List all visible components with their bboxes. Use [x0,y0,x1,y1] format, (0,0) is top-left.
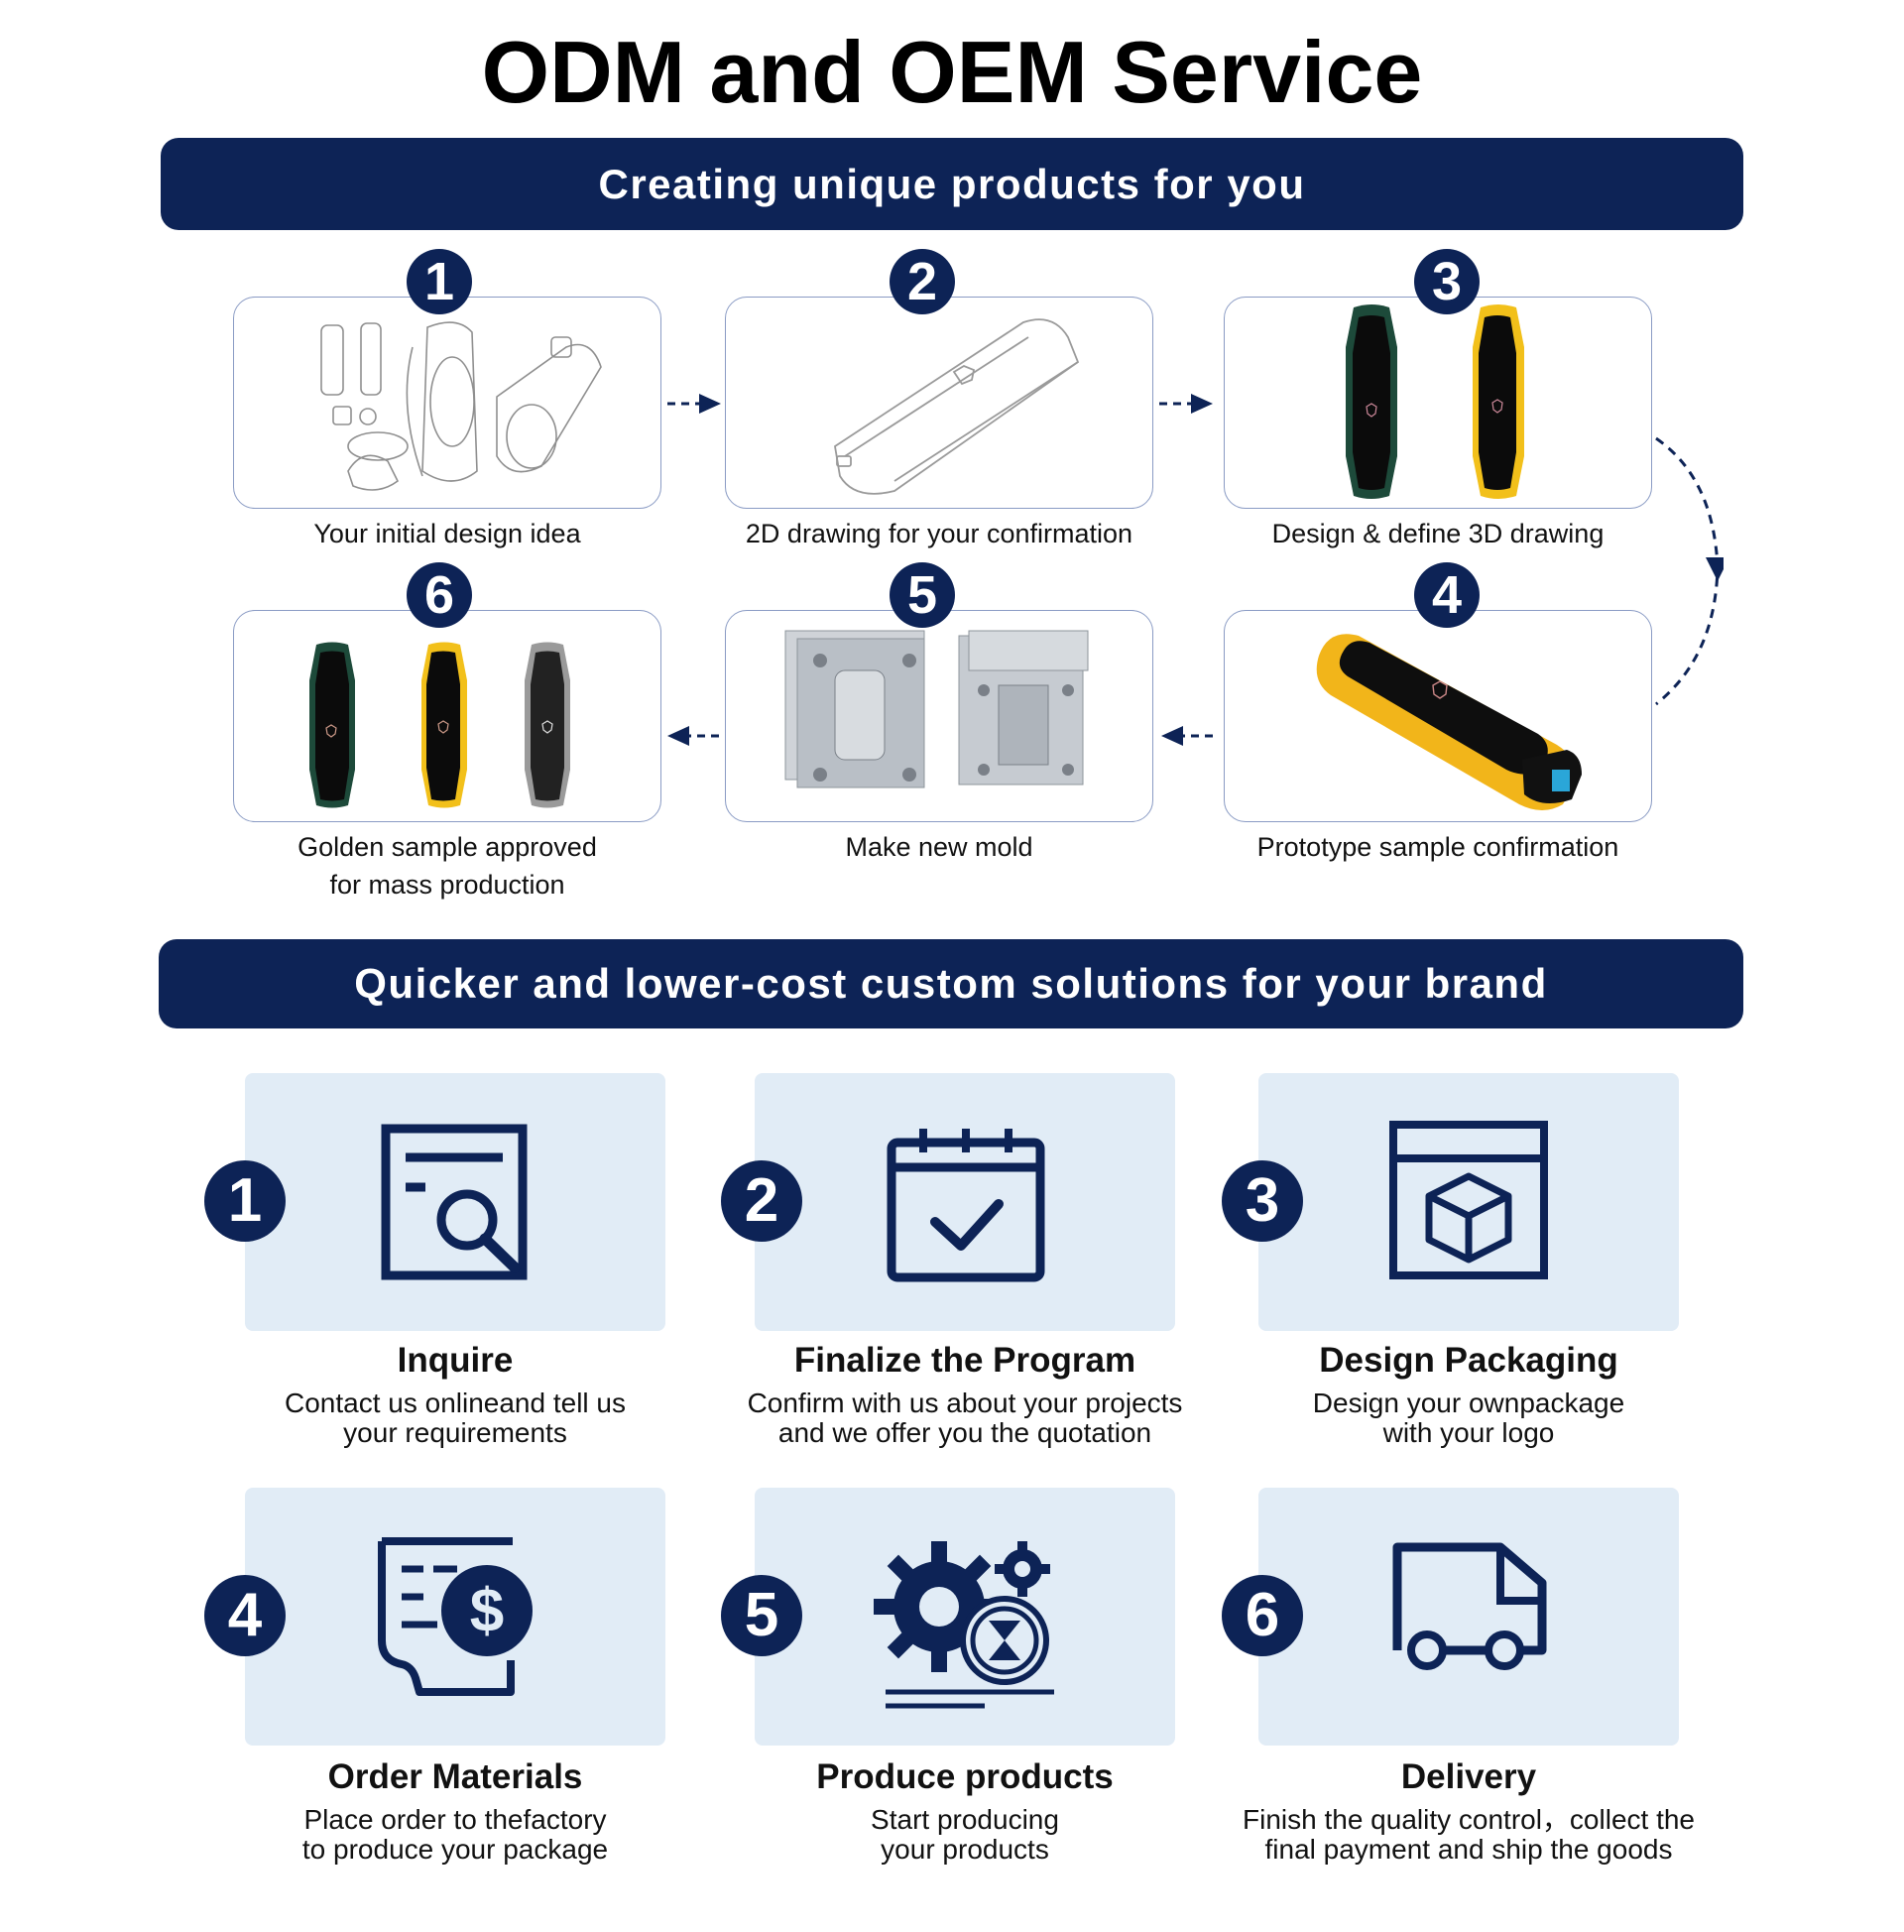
card-3-title: Design Packaging [1319,1341,1618,1380]
card-2-number-badge: 2 [721,1160,802,1242]
step-6-label-line1: Golden sample approved [298,832,597,862]
step-3-image-box [1224,297,1652,509]
card-2-desc-line2: and we offer you the quotation [777,1417,1152,1448]
step-5-image-box [725,610,1153,822]
document-search-icon [381,1124,528,1280]
steel-molds-image [784,630,1089,788]
card-6-title: Delivery [1400,1757,1537,1796]
card-1-desc-line2: your requirements [343,1417,567,1448]
card-4-desc-line1: Place order to thefactory [303,1804,607,1835]
arrow-right-icon [665,392,727,416]
line-drawing-device-image [834,318,1080,495]
inquire-card [245,1073,665,1331]
delivery-card [1258,1488,1679,1746]
card-2-desc-line1: Confirm with us about your projects [747,1388,1183,1418]
card-2-title: Finalize the Program [793,1341,1136,1380]
svg-text:$: $ [470,1577,504,1645]
arrow-right-icon [1157,392,1219,416]
step-3-number-badge: 3 [1414,249,1480,314]
delivery-truck-icon [1392,1542,1547,1670]
produce-products-card [755,1488,1175,1746]
card-3-desc-line2: with your logo [1382,1417,1555,1448]
section2-banner: Quicker and lower-cost custom solutions … [159,939,1743,1028]
card-5-title: Produce products [816,1757,1114,1796]
step-2-number-badge: 2 [890,249,955,314]
card-1-title: Inquire [397,1341,514,1380]
step-1-number-badge: 1 [407,249,472,314]
step-6-image-box [233,610,661,822]
gear-hourglass-icon [874,1541,1054,1709]
step-2-image-box [725,297,1153,509]
step-4-image-box [1224,610,1652,822]
step-1-label: Your initial design idea [313,519,581,548]
finalize-card [755,1073,1175,1331]
step-5-label: Make new mold [845,832,1033,862]
step-3-label: Design & define 3D drawing [1271,519,1605,548]
step-1-image-box [233,297,661,509]
yellow-prototype-device-image [1316,634,1582,810]
card-4-desc-line2: to produce your package [301,1834,609,1865]
invoice-dollar-icon: $ [378,1537,533,1696]
three-finished-devices-image [309,642,570,808]
card-5-desc-line2: your products [881,1834,1049,1865]
step-2-label: 2D drawing for your confirmation [745,519,1133,548]
card-6-desc-line1: Finish the quality control，collect the [1243,1804,1695,1835]
section1-banner: Creating unique products for you [161,138,1743,230]
curved-arrow-down-icon [1654,428,1724,716]
card-6-desc-line2: final payment and ship the goods [1264,1834,1673,1865]
card-5-number-badge: 5 [721,1575,802,1656]
card-1-desc-line1: Contact us onlineand tell us [285,1388,626,1418]
card-5-desc-line1: Start producing [871,1804,1059,1835]
step-6-label-line2: for mass production [329,870,565,900]
step-6-number-badge: 6 [407,562,472,628]
package-box-icon [1389,1121,1548,1279]
design-packaging-card [1258,1073,1679,1331]
calendar-check-icon [887,1129,1045,1282]
order-materials-card: $ [245,1488,665,1746]
card-3-desc-line1: Design your ownpackage [1312,1388,1625,1418]
page-title: ODM and OEM Service [481,23,1423,121]
sketch-drawings-image [320,321,602,491]
step-4-label: Prototype sample confirmation [1256,832,1619,862]
card-4-title: Order Materials [327,1757,583,1796]
step-4-number-badge: 4 [1414,562,1480,628]
card-3-number-badge: 3 [1222,1160,1303,1242]
card-1-number-badge: 1 [204,1160,286,1242]
card-4-number-badge: 4 [204,1575,286,1656]
step-5-number-badge: 5 [890,562,955,628]
arrow-left-icon [1153,724,1221,748]
card-6-number-badge: 6 [1222,1575,1303,1656]
3d-render-devices-image [1346,304,1524,499]
arrow-left-icon [661,724,723,748]
